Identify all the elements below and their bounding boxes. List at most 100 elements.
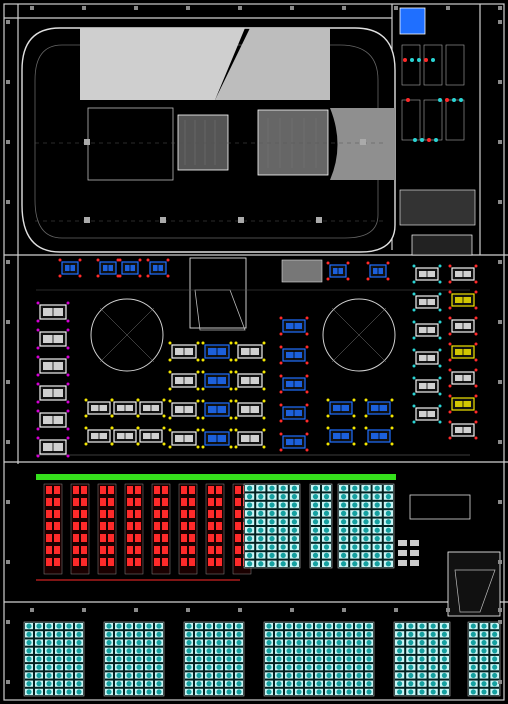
rack-bin-red xyxy=(154,546,160,554)
chair-dot xyxy=(386,277,390,281)
grid-marker-right xyxy=(498,200,502,204)
teal-bin-core xyxy=(46,664,52,670)
teal-bin-core xyxy=(374,552,380,559)
teal-rack-block xyxy=(23,621,85,697)
teal-bin-core xyxy=(276,664,282,670)
chair-dot xyxy=(262,416,266,420)
chair-dot xyxy=(110,426,114,430)
rack-bin-red xyxy=(216,498,222,506)
teal-bin-core xyxy=(196,623,202,629)
teal-bin-core xyxy=(306,656,312,662)
teal-bin-core xyxy=(146,656,152,662)
grid-marker-left xyxy=(6,320,10,324)
teal-bin-core xyxy=(312,527,319,533)
rack-bin-red xyxy=(189,522,195,530)
chair-dot xyxy=(234,370,238,374)
loading-bay xyxy=(409,494,471,520)
teal-bin-core xyxy=(126,639,132,646)
teal-bin-core xyxy=(258,535,264,542)
chair-dot xyxy=(84,414,88,418)
teal-bin-core xyxy=(366,648,372,654)
rack-bin-red xyxy=(73,522,79,530)
teal-bin-core xyxy=(408,639,414,646)
teal-bin-core xyxy=(346,623,352,629)
teal-bin-core xyxy=(419,664,425,670)
teal-bin-core xyxy=(258,485,264,491)
chair-dot xyxy=(168,358,172,362)
teal-bin-core xyxy=(56,681,62,687)
rack-bin-red xyxy=(81,486,87,494)
equipment-dot xyxy=(434,138,438,142)
teal-bin-core xyxy=(146,672,152,679)
teal-bin-core xyxy=(441,672,447,679)
teal-bin-core xyxy=(408,681,414,687)
teal-bin-core xyxy=(246,544,253,550)
teal-bin-core xyxy=(296,664,302,670)
chair-dot xyxy=(234,358,238,362)
teal-bin-core xyxy=(312,502,319,508)
rack-bin-red xyxy=(216,486,222,494)
teal-bin-core xyxy=(286,648,292,654)
teal-bin-core xyxy=(226,631,232,637)
teal-bin-core xyxy=(291,519,298,525)
rack-bin-red xyxy=(208,510,214,518)
chair-dot xyxy=(168,428,172,432)
teal-bin-core xyxy=(352,493,358,500)
grid-marker-top xyxy=(30,6,34,10)
teal-bin-core xyxy=(66,648,72,654)
chair-dot xyxy=(36,382,40,386)
teal-bin-core xyxy=(216,689,222,695)
rack-bin-red xyxy=(108,498,114,506)
teal-bin-core xyxy=(106,623,112,629)
chair-dot xyxy=(412,404,416,408)
chair-dot xyxy=(279,419,283,423)
teal-bin-core xyxy=(352,502,358,508)
rack-bin-red xyxy=(108,534,114,542)
chair-dot xyxy=(474,280,478,284)
chair-dot xyxy=(412,308,416,312)
chair-dot xyxy=(196,358,200,362)
grid-marker-bottom xyxy=(498,608,502,612)
chair-dot xyxy=(138,258,142,262)
teal-bin-core xyxy=(470,656,476,662)
teal-bin-core xyxy=(236,656,242,662)
teal-bin-core xyxy=(352,485,358,491)
equipment-dot xyxy=(417,58,421,62)
chair-dot xyxy=(326,442,330,446)
teal-bin-core xyxy=(26,656,32,662)
teal-bin-core xyxy=(26,623,32,629)
rack-bin-red xyxy=(181,522,187,530)
teal-bin-core xyxy=(366,656,372,662)
teal-bin-core xyxy=(46,631,52,637)
grid-marker-right xyxy=(498,380,502,384)
green-strip xyxy=(36,474,396,480)
teal-bin-core xyxy=(156,656,162,662)
chair-dot xyxy=(412,420,416,424)
rack-bin-red xyxy=(208,558,214,566)
teal-bin-core xyxy=(236,681,242,687)
teal-bin-core xyxy=(106,681,112,687)
teal-bin-core xyxy=(106,672,112,679)
teal-bin-core xyxy=(316,681,322,687)
teal-bin-core xyxy=(206,639,212,646)
teal-bin-core xyxy=(106,631,112,637)
teal-bin-core xyxy=(186,656,192,662)
teal-bin-core xyxy=(126,656,132,662)
rack-bin-red xyxy=(208,498,214,506)
rack-bin-red xyxy=(208,546,214,554)
teal-bin-core xyxy=(280,502,286,508)
teal-bin-core xyxy=(441,623,447,629)
teal-bin-core xyxy=(316,623,322,629)
teal-bin-core xyxy=(346,656,352,662)
grid-marker-top xyxy=(134,6,138,10)
chair-dot xyxy=(136,426,140,430)
teal-bin-core xyxy=(246,485,253,491)
chair-dot xyxy=(448,290,452,294)
teal-bin-core xyxy=(312,561,319,567)
teal-bin-core xyxy=(366,672,372,679)
teal-bin-core xyxy=(366,689,372,695)
teal-bin-core xyxy=(296,672,302,679)
office-hall xyxy=(36,257,470,456)
chair-dot xyxy=(448,410,452,414)
rack-bin-red xyxy=(216,558,222,566)
